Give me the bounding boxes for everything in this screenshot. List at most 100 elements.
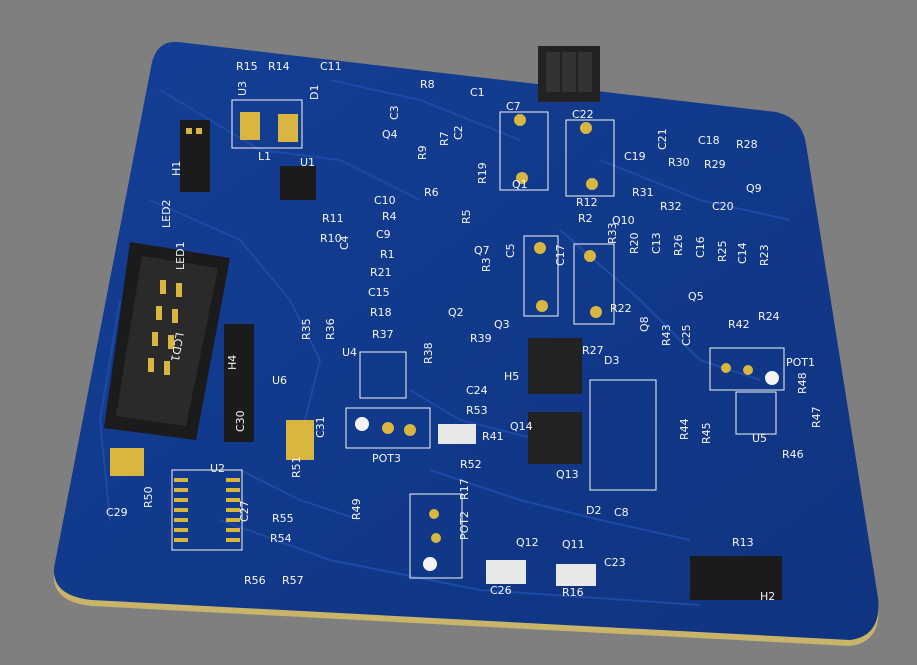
label-u4: U4 bbox=[342, 346, 357, 359]
label-r8: R8 bbox=[420, 78, 435, 91]
label-q2: Q2 bbox=[448, 306, 464, 319]
label-q9: Q9 bbox=[746, 182, 762, 195]
ic-u1 bbox=[280, 166, 316, 200]
header-h4 bbox=[224, 324, 254, 442]
label-r55: R55 bbox=[272, 512, 294, 525]
label-c30: C30 bbox=[234, 410, 247, 432]
label-c18: C18 bbox=[698, 134, 720, 147]
label-c14: C14 bbox=[736, 242, 749, 264]
ic-u4 bbox=[359, 351, 407, 399]
label-d3: D3 bbox=[604, 354, 619, 367]
label-pot3: POT3 bbox=[372, 452, 401, 465]
label-r47: R47 bbox=[810, 406, 823, 428]
cap-c17 bbox=[573, 243, 615, 325]
label-c19: C19 bbox=[624, 150, 646, 163]
label-r10: R10 bbox=[320, 232, 342, 245]
label-c13: C13 bbox=[650, 232, 663, 254]
label-q4: Q4 bbox=[382, 128, 398, 141]
label-r32: R32 bbox=[660, 200, 682, 213]
label-u1: U1 bbox=[300, 156, 315, 169]
res-r16-body bbox=[556, 564, 596, 586]
label-r17: R17 bbox=[458, 478, 471, 500]
pot1 bbox=[709, 347, 785, 391]
label-r12: R12 bbox=[576, 196, 598, 209]
label-c24: C24 bbox=[466, 384, 488, 397]
label-pot2: POT2 bbox=[458, 511, 471, 540]
label-r35: R35 bbox=[300, 318, 313, 340]
label-r19: R19 bbox=[476, 162, 489, 184]
label-c9: C9 bbox=[376, 228, 391, 241]
label-q1: Q1 bbox=[512, 178, 528, 191]
label-r28: R28 bbox=[736, 138, 758, 151]
cap-c7 bbox=[499, 111, 549, 191]
label-pot1: POT1 bbox=[786, 356, 815, 369]
label-d1: D1 bbox=[308, 85, 321, 100]
label-led2: LED2 bbox=[160, 199, 173, 228]
label-c2: C2 bbox=[452, 125, 465, 140]
label-r22: R22 bbox=[610, 302, 632, 315]
label-r48: R48 bbox=[796, 372, 809, 394]
label-q7: Q7 bbox=[474, 244, 490, 257]
label-r25: R25 bbox=[716, 240, 729, 262]
label-c4: C4 bbox=[338, 235, 351, 250]
label-c10: C10 bbox=[374, 194, 396, 207]
label-c23: C23 bbox=[604, 556, 626, 569]
label-r1: R1 bbox=[380, 248, 395, 261]
label-q10: Q10 bbox=[612, 214, 635, 227]
label-r49: R49 bbox=[350, 498, 363, 520]
copper-traces bbox=[98, 79, 791, 606]
label-c17: C17 bbox=[554, 244, 567, 266]
lcd1-connector bbox=[104, 242, 230, 440]
label-r33: R33 bbox=[606, 222, 619, 244]
cap-c5 bbox=[523, 235, 559, 317]
header-h2 bbox=[690, 556, 782, 600]
label-r18: R18 bbox=[370, 306, 392, 319]
label-u6: U6 bbox=[272, 374, 287, 387]
res-r41-body bbox=[438, 424, 476, 444]
inductor-l1 bbox=[231, 99, 303, 149]
label-r13: R13 bbox=[732, 536, 754, 549]
label-q13: Q13 bbox=[556, 468, 579, 481]
label-r5: R5 bbox=[460, 209, 473, 224]
cap-c26-body bbox=[486, 560, 526, 584]
label-r2: R2 bbox=[578, 212, 593, 225]
label-u5: U5 bbox=[752, 432, 767, 445]
pot3 bbox=[345, 407, 431, 449]
label-c1: C1 bbox=[470, 86, 485, 99]
label-q14: Q14 bbox=[510, 420, 533, 433]
label-q3: Q3 bbox=[494, 318, 510, 331]
label-u2: U2 bbox=[210, 462, 225, 475]
label-c7: C7 bbox=[506, 100, 521, 113]
label-c21: C21 bbox=[656, 128, 669, 150]
label-r45: R45 bbox=[700, 422, 713, 444]
label-c22: C22 bbox=[572, 108, 594, 121]
label-c15: C15 bbox=[368, 286, 390, 299]
label-r23: R23 bbox=[758, 244, 771, 266]
label-r4: R4 bbox=[382, 210, 397, 223]
cap-c22 bbox=[565, 119, 615, 197]
label-c16: C16 bbox=[694, 236, 707, 258]
label-r20: R20 bbox=[628, 232, 641, 254]
label-c3: C3 bbox=[388, 105, 401, 120]
label-u3: U3 bbox=[236, 81, 249, 96]
label-r38: R38 bbox=[422, 342, 435, 364]
label-d2: D2 bbox=[586, 504, 601, 517]
label-c11: C11 bbox=[320, 60, 342, 73]
label-r52: R52 bbox=[460, 458, 482, 471]
label-c26: C26 bbox=[490, 584, 512, 597]
label-r24: R24 bbox=[758, 310, 780, 323]
label-r31: R31 bbox=[632, 186, 654, 199]
label-r29: R29 bbox=[704, 158, 726, 171]
label-q12: Q12 bbox=[516, 536, 539, 549]
label-r42: R42 bbox=[728, 318, 750, 331]
label-r36: R36 bbox=[324, 318, 337, 340]
label-r14: R14 bbox=[268, 60, 290, 73]
label-c5: C5 bbox=[504, 243, 517, 258]
label-q5: Q5 bbox=[688, 290, 704, 303]
label-q11: Q11 bbox=[562, 538, 585, 551]
label-r56: R56 bbox=[244, 574, 266, 587]
connector-q14 bbox=[528, 412, 582, 464]
